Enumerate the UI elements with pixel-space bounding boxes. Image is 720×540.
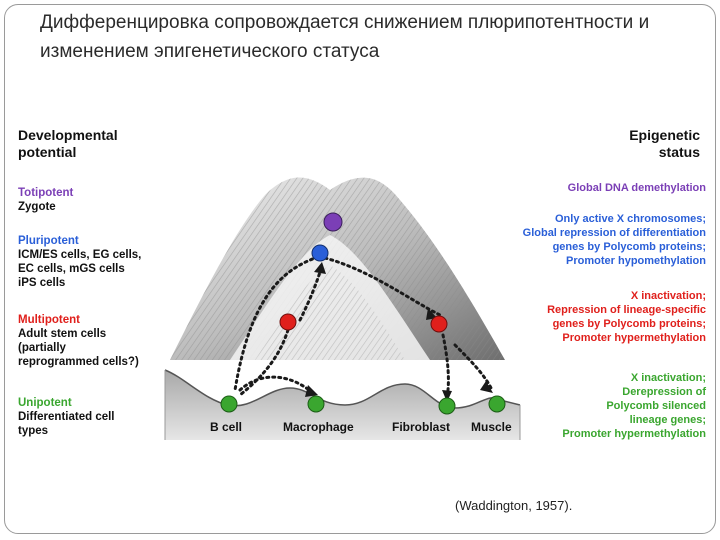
cell-type-label: Muscle <box>471 420 512 434</box>
potency-level-totipotent: Totipotent Zygote <box>18 186 73 214</box>
cell-type-label: B cell <box>210 420 242 434</box>
cell-type-label: Macrophage <box>283 420 354 434</box>
bcell-cell <box>220 395 238 413</box>
macrophage-cell <box>307 395 325 413</box>
epigenetic-status-pluripotent: Only active X chromosomes; Global repres… <box>522 213 706 267</box>
potency-desc: ICM/ES cells, EG cells, EC cells, mGS ce… <box>18 249 142 289</box>
path-multi-to-muscle <box>453 343 494 392</box>
epigenetic-status-totipotent: Global DNA demethylation <box>567 182 706 194</box>
fibroblast-cell <box>438 397 456 415</box>
potency-level-pluripotent: Pluripotent ICM/ES cells, EG cells, EC c… <box>18 234 141 290</box>
epigenetic-status-unipotent: X inactivation; Derepression of Polycomb… <box>562 372 706 440</box>
potency-level-unipotent: Unipotent Differentiated cell types <box>18 396 115 438</box>
path-arrowheads <box>305 262 493 402</box>
path-pluri-to-multi <box>323 256 442 317</box>
multipotent-cell-right <box>430 315 448 333</box>
path-pluri-to-bcell <box>233 255 320 392</box>
potency-desc: Adult stem cells (partially reprogrammed… <box>18 328 139 368</box>
potency-level-multipotent: Multipotent Adult stem cells (partially … <box>18 313 139 369</box>
path-multi-to-bcell <box>238 328 290 397</box>
potency-name: Multipotent <box>18 314 80 326</box>
developmental-potential-header: Developmental potential <box>18 127 118 160</box>
pluripotent-cell <box>311 244 329 262</box>
slide-title: Дифференцировка сопровождается снижением… <box>40 12 650 62</box>
muscle-cell <box>488 395 506 413</box>
zygote-cell <box>323 212 343 232</box>
citation: (Waddington, 1957). <box>455 498 573 513</box>
potency-name: Totipotent <box>18 187 74 199</box>
potency-desc: Zygote <box>18 201 56 213</box>
potency-name: Unipotent <box>18 397 72 409</box>
epigenetic-status-header: Epigenetic status <box>629 127 700 160</box>
potency-name: Pluripotent <box>18 235 79 247</box>
cell-type-label: Fibroblast <box>392 420 450 434</box>
potency-desc: Differentiated cell types <box>18 411 115 437</box>
multipotent-cell-left <box>279 313 297 331</box>
landscape-hill <box>170 177 505 360</box>
epigenetic-status-multipotent: X inactivation; Repression of lineage-sp… <box>547 290 706 344</box>
